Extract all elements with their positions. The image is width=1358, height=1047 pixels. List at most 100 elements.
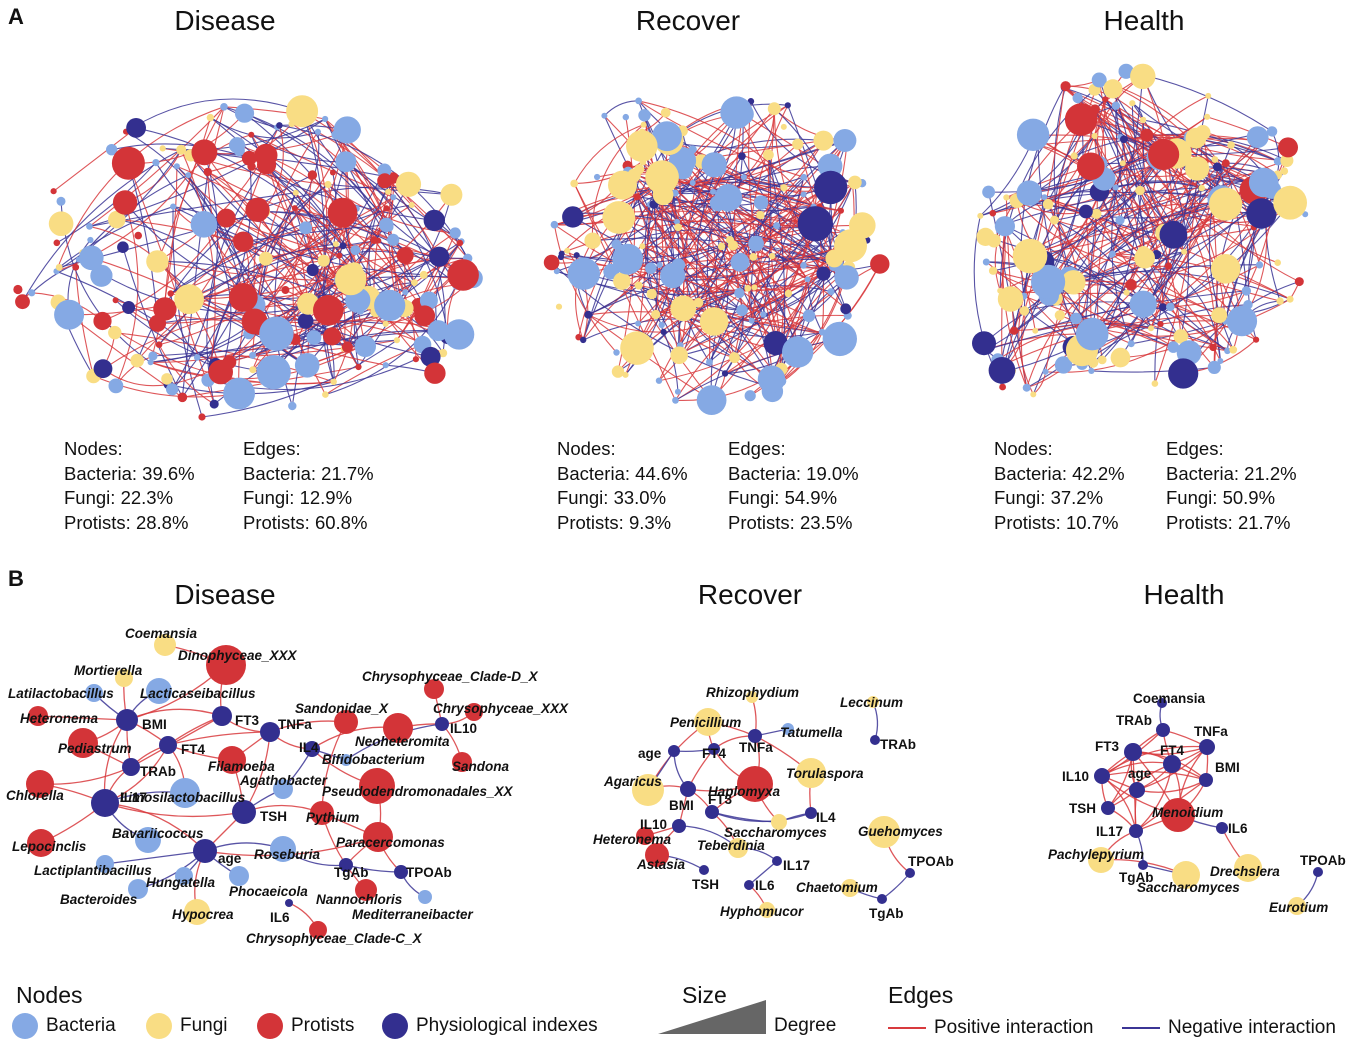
- positive-edge: [156, 117, 211, 262]
- physiological-node: [1158, 303, 1167, 312]
- fungi-node: [634, 281, 643, 290]
- fungi-node: [1198, 184, 1205, 192]
- fungi-node: [555, 303, 563, 310]
- node-label: age: [218, 851, 242, 866]
- fungi-node: [613, 272, 631, 290]
- bacteria-node: [108, 378, 124, 394]
- physiological-node: [209, 399, 219, 409]
- fungi-node: [746, 691, 758, 703]
- fungi-node: [1185, 156, 1210, 181]
- positive-edge: [729, 239, 847, 310]
- bacteria-node: [1016, 118, 1050, 151]
- bacteria-node: [173, 163, 180, 170]
- physiological-node: [117, 241, 129, 253]
- fungi-node: [834, 229, 867, 263]
- node-label: Limosilactobacillus: [120, 790, 246, 805]
- fungi-node: [1130, 63, 1156, 90]
- bacteria-node: [86, 223, 93, 230]
- physiological-node: [1101, 801, 1115, 815]
- node-label: Pachylepyrium: [1048, 847, 1144, 862]
- node-label: Sandonidae_X: [295, 701, 389, 716]
- bacteria-node: [259, 316, 294, 351]
- bacteria-node: [744, 390, 756, 402]
- fungi-node: [1070, 152, 1078, 160]
- protist-node: [456, 239, 464, 247]
- network-title-health: Health: [1103, 5, 1185, 36]
- physiological-node: [1129, 824, 1143, 838]
- node-stat-row: Bacteria: 39.6%: [64, 462, 195, 484]
- fungi-node: [1119, 160, 1126, 167]
- positive-edge: [251, 166, 424, 345]
- negative-edge: [125, 98, 303, 133]
- fungi-node: [763, 149, 774, 161]
- positive-edge: [748, 101, 781, 338]
- physiological-node: [1124, 743, 1142, 761]
- protist-node: [1060, 81, 1071, 92]
- protist-node: [377, 173, 393, 189]
- protist-node: [370, 236, 378, 245]
- legend-size-title: Size: [682, 982, 727, 1008]
- bacteria-node: [753, 195, 769, 210]
- negative-edge: [751, 177, 805, 322]
- protist-node: [355, 879, 377, 901]
- protist-node: [112, 297, 119, 304]
- bacteria-node: [689, 179, 696, 186]
- bacteria-node: [800, 261, 807, 269]
- edges-heading: Edges:: [728, 438, 786, 459]
- positive-edge: [1136, 746, 1208, 791]
- negative-edge: [158, 243, 336, 346]
- bacteria-node: [193, 354, 201, 361]
- bacteria-node: [1127, 340, 1135, 348]
- positive-edge: [157, 224, 387, 324]
- fungi-node: [115, 669, 133, 687]
- bacteria-node: [994, 216, 1016, 237]
- protist-node: [989, 209, 997, 217]
- bacteria-node: [335, 151, 357, 173]
- bacteria-node: [822, 321, 857, 357]
- bacteria-node: [982, 185, 995, 199]
- fungi-node: [1276, 297, 1284, 305]
- protist-node: [447, 259, 479, 291]
- negative-edge: [708, 202, 762, 363]
- protist-node: [1209, 343, 1217, 352]
- edge-stat-row: Fungi: 50.9%: [1166, 487, 1276, 508]
- bacteria-node: [387, 233, 400, 246]
- protist-node: [93, 311, 112, 331]
- protist-node: [216, 208, 236, 228]
- fungi-node: [608, 170, 637, 200]
- fungi-node: [1123, 289, 1130, 296]
- physiological-node: [797, 206, 833, 242]
- fungi-node: [438, 348, 448, 358]
- fungi-node: [640, 121, 647, 128]
- fungi-node: [780, 184, 788, 192]
- bacteria-node: [638, 109, 651, 122]
- fungi-node: [1135, 185, 1145, 196]
- physiological-node: [1159, 220, 1188, 249]
- fungi-node: [48, 211, 74, 236]
- bacteria-node: [655, 377, 663, 384]
- protist-node: [1253, 336, 1260, 343]
- bacteria-node: [148, 351, 158, 361]
- protist-node: [248, 131, 255, 138]
- fungi-node: [1280, 154, 1294, 167]
- node-label: IL4: [299, 740, 319, 755]
- bacteria-node: [553, 268, 560, 275]
- bacteria-node: [382, 362, 389, 369]
- bacteria-node: [645, 262, 657, 275]
- physiological-node: [557, 253, 565, 261]
- positive-edge: [321, 721, 347, 814]
- bacteria-node: [730, 252, 750, 272]
- fungi-node: [1003, 194, 1010, 201]
- fungi-node: [728, 838, 748, 858]
- bacteria-node: [1166, 302, 1175, 312]
- positive-edge: [692, 182, 808, 280]
- bacteria-node: [1042, 368, 1049, 375]
- physiological-node: [91, 789, 119, 817]
- bacteria-node: [96, 855, 114, 873]
- bacteria-node: [748, 317, 755, 324]
- protist-node: [313, 295, 344, 326]
- node-label: Chrysophyceae_Clade-C_X: [246, 931, 423, 946]
- fungi-node: [1012, 238, 1048, 274]
- panel-letter-a: A: [8, 4, 24, 29]
- fungi-node: [322, 391, 329, 398]
